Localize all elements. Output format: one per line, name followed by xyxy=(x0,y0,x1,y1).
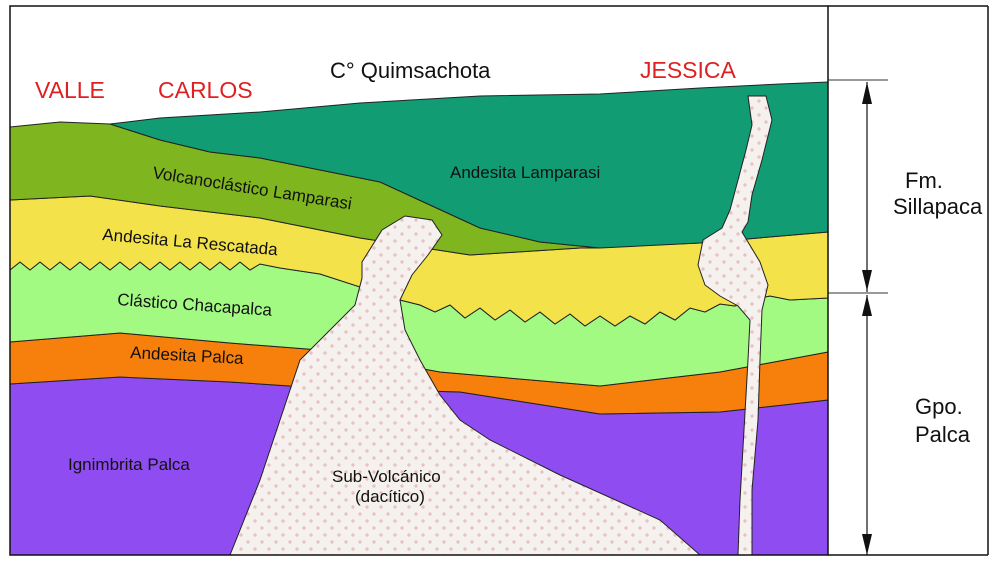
formation-palca-line2: Palca xyxy=(915,422,971,447)
location-valle: VALLE xyxy=(35,77,105,103)
label-ignimbrita-palca: Ignimbrita Palca xyxy=(68,455,190,474)
formation-sillapaca-line1: Fm. xyxy=(905,168,943,193)
location-quimsachota: C° Quimsachota xyxy=(330,58,491,83)
formation-palca-line1: Gpo. xyxy=(915,394,963,419)
formation-scale xyxy=(828,80,888,555)
location-carlos: CARLOS xyxy=(158,77,253,103)
location-jessica: JESSICA xyxy=(640,57,737,83)
label-andesita-lamparasi: Andesita Lamparasi xyxy=(450,163,600,182)
label-subvolcanico-line2: (dacítico) xyxy=(355,487,425,506)
label-subvolcanico-line1: Sub-Volcánico xyxy=(332,467,441,486)
formation-sillapaca-line2: Sillapaca xyxy=(893,194,983,219)
